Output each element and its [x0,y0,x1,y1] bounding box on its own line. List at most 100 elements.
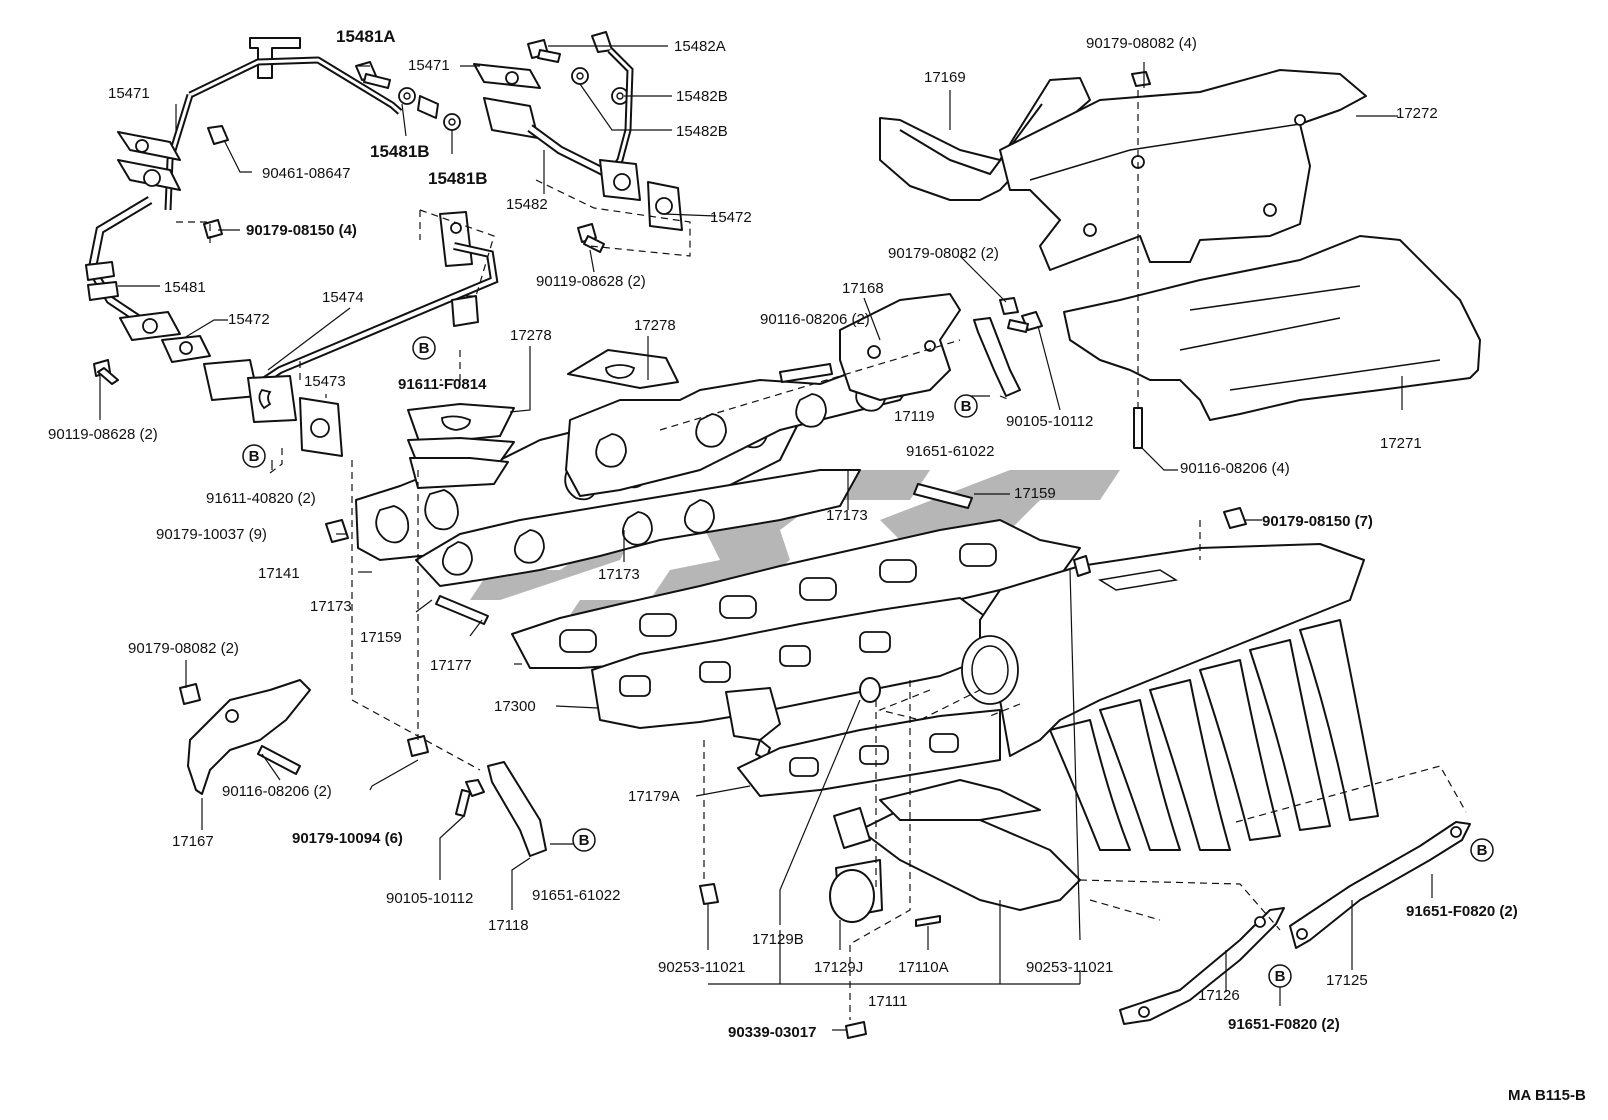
label-17300: 17300 [494,698,536,715]
nut-90179-08082-top [1131,71,1151,87]
leader-lines [99,45,1433,1031]
label-17168: 17168 [842,280,884,297]
label-17179A: 17179A [628,788,680,805]
gasket-15472-right [647,181,683,231]
marker-b-3: B [954,394,978,418]
label-90179-10037: 90179-10037 (9) [156,526,267,543]
diagram-code: MA B115-B [1508,1087,1586,1104]
label-91611-40820: 91611-40820 (2) [206,490,316,507]
label-17173-right: 17173 [826,507,868,524]
label-17119: 17119 [894,408,935,425]
label-90119-08628-left: 90119-08628 (2) [48,426,158,443]
label-15482A: 15482A [674,38,726,55]
label-17272: 17272 [1396,105,1438,122]
label-91651-61022-top: 91651-61022 [906,443,994,460]
label-90116-08206-4: 90116-08206 (4) [1180,460,1290,477]
bolt-15482A [527,31,613,63]
label-17141: 17141 [258,565,300,582]
washer-15482B [571,67,629,105]
label-15481A: 15481A [336,27,396,46]
stud-17159-right [913,483,973,509]
label-91651-61022-bottom: 91651-61022 [532,887,620,904]
heat-insulator-17167 [187,679,311,795]
label-15472-left: 15472 [228,311,270,328]
label-91651-F0820-right: 91651-F0820 (2) [1406,903,1518,920]
pin-17110A [915,915,941,927]
stud-90116-08206-2a [779,363,833,383]
marker-b-6: B [1268,964,1292,988]
bracket-17118 [487,761,547,857]
label-15471-top: 15471 [408,57,450,74]
label-90339: 90339-03017 [728,1024,816,1041]
washer-15481B [398,87,461,131]
plug-17129J [829,869,875,923]
bolt-90105-10112-top [1007,311,1043,333]
pin-90339 [845,1021,867,1039]
label-17159-right: 17159 [1014,485,1056,502]
marker-b-1: B [412,336,436,360]
label-15482: 15482 [506,196,548,213]
plug-17129B [859,677,881,703]
label-17173-left: 17173 [310,598,352,615]
egr-pipe-15474 [203,211,499,423]
label-90253-right: 90253-11021 [1026,959,1113,976]
label-15482B-b: 15482B [676,123,728,140]
part-labels: 15481A 15471 15471 90461-08647 15481B 15… [48,27,1586,1104]
label-90179-08150-4: 90179-08150 (4) [246,222,357,239]
heat-insulator-17271 [1063,235,1481,421]
svg-text:B: B [419,340,430,357]
label-15481: 15481 [164,279,206,296]
label-17271: 17271 [1380,435,1422,452]
intake-gasket-17179A [737,709,1001,797]
label-17126: 17126 [1198,987,1240,1004]
label-17111: 17111 [868,993,908,1010]
svg-text:B: B [1477,842,1488,859]
stud-90116-08206-4 [1133,407,1143,449]
heat-insulator-17272 [999,69,1367,271]
label-17167: 17167 [172,833,214,850]
label-15474: 15474 [322,289,364,306]
gasket-15471-top [473,63,541,89]
label-15481B-a: 15481B [370,142,430,161]
bolt-90105-10112-bottom [455,779,485,817]
label-15471-left: 15471 [108,85,150,102]
egr-pipe-15481 [85,37,403,324]
alignment-lines [176,90,1467,1020]
label-15472-right: 15472 [710,209,752,226]
stud-90116-08206-2b [257,745,301,775]
label-90179-08082-2b: 90179-08082 (2) [128,640,239,657]
flange-15472-left [119,311,211,363]
marker-b-2: B [242,444,266,468]
label-17118: 17118 [488,917,529,934]
label-15473: 15473 [304,373,346,390]
svg-text:B: B [249,448,260,465]
label-17278-right: 17278 [634,317,676,334]
label-90179-08082-2a: 90179-08082 (2) [888,245,999,262]
stay-17126 [1119,907,1285,1025]
intake-manifold [859,543,1379,911]
manifold-flange-17278-right [567,349,679,389]
exhaust-gasket-17173-b [415,469,861,587]
label-17110A: 17110A [898,959,949,976]
svg-text:B: B [961,398,972,415]
label-90179-08082-4: 90179-08082 (4) [1086,35,1197,52]
sleeve-90253-left [699,883,719,905]
heat-insulator-17168 [839,293,961,401]
label-90179-08150-7: 90179-08150 (7) [1262,513,1373,530]
label-17129J: 17129J [814,959,863,976]
bolt-90179-08150 [203,219,223,239]
gasket-15471-left [117,131,181,191]
label-17129B: 17129B [752,931,804,948]
label-90179-10094: 90179-10094 (6) [292,830,403,847]
manifold-flange-17278-left [407,403,515,489]
label-90253-left: 90253-11021 [658,959,745,976]
label-17169: 17169 [924,69,966,86]
gasket-15473 [299,397,343,457]
label-17159-left: 17159 [360,629,402,646]
label-90116-08206-2b: 90116-08206 (2) [222,783,332,800]
bolt-90119-08628-center [577,223,605,253]
svg-text:B: B [1275,968,1286,985]
svg-text:B: B [579,832,590,849]
label-15482B-a: 15482B [676,88,728,105]
